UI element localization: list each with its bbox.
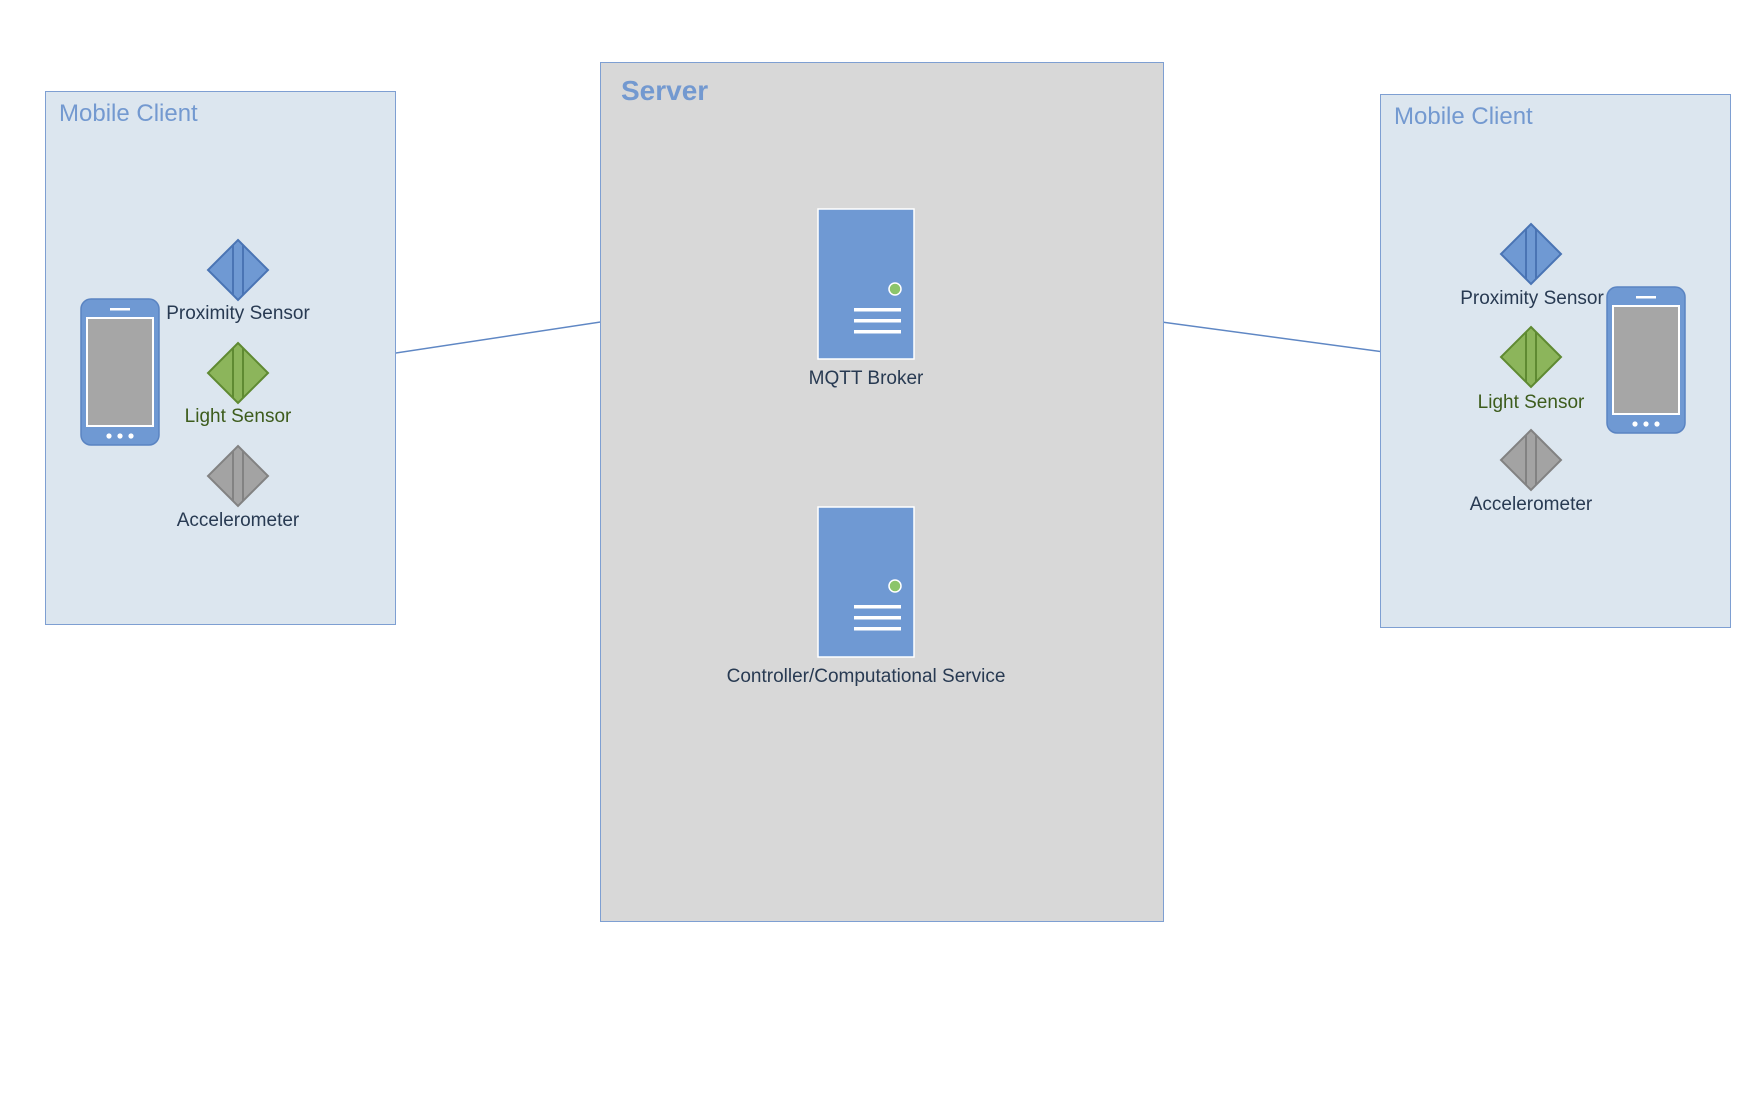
server-box: Server bbox=[600, 62, 1164, 922]
diamond-gray-icon bbox=[1499, 428, 1563, 492]
controller-service-label: Controller/Computational Service bbox=[726, 666, 1006, 687]
diamond-gray-icon bbox=[206, 444, 270, 508]
diamond-green-icon bbox=[206, 341, 270, 405]
mobile-client-title: Mobile Client bbox=[1394, 103, 1533, 130]
sensor-label-proximity: Proximity Sensor bbox=[166, 303, 310, 324]
server-title: Server bbox=[621, 75, 709, 106]
sensor-label-proximity: Proximity Sensor bbox=[1460, 288, 1604, 309]
sensor-label-light: Light Sensor bbox=[1477, 392, 1585, 413]
server-tower-icon bbox=[817, 208, 915, 360]
server-tower-icon bbox=[817, 506, 915, 658]
sensor-label-accelerometer: Accelerometer bbox=[1469, 494, 1593, 515]
mobile-client-title: Mobile Client bbox=[59, 100, 198, 127]
smartphone-icon bbox=[80, 298, 160, 446]
diamond-blue-icon bbox=[1499, 222, 1563, 286]
sensor-label-accelerometer: Accelerometer bbox=[176, 510, 300, 531]
diamond-blue-icon bbox=[206, 238, 270, 302]
smartphone-icon bbox=[1606, 286, 1686, 434]
diamond-green-icon bbox=[1499, 325, 1563, 389]
mqtt-broker-label: MQTT Broker bbox=[808, 368, 924, 389]
sensor-label-light: Light Sensor bbox=[184, 406, 292, 427]
